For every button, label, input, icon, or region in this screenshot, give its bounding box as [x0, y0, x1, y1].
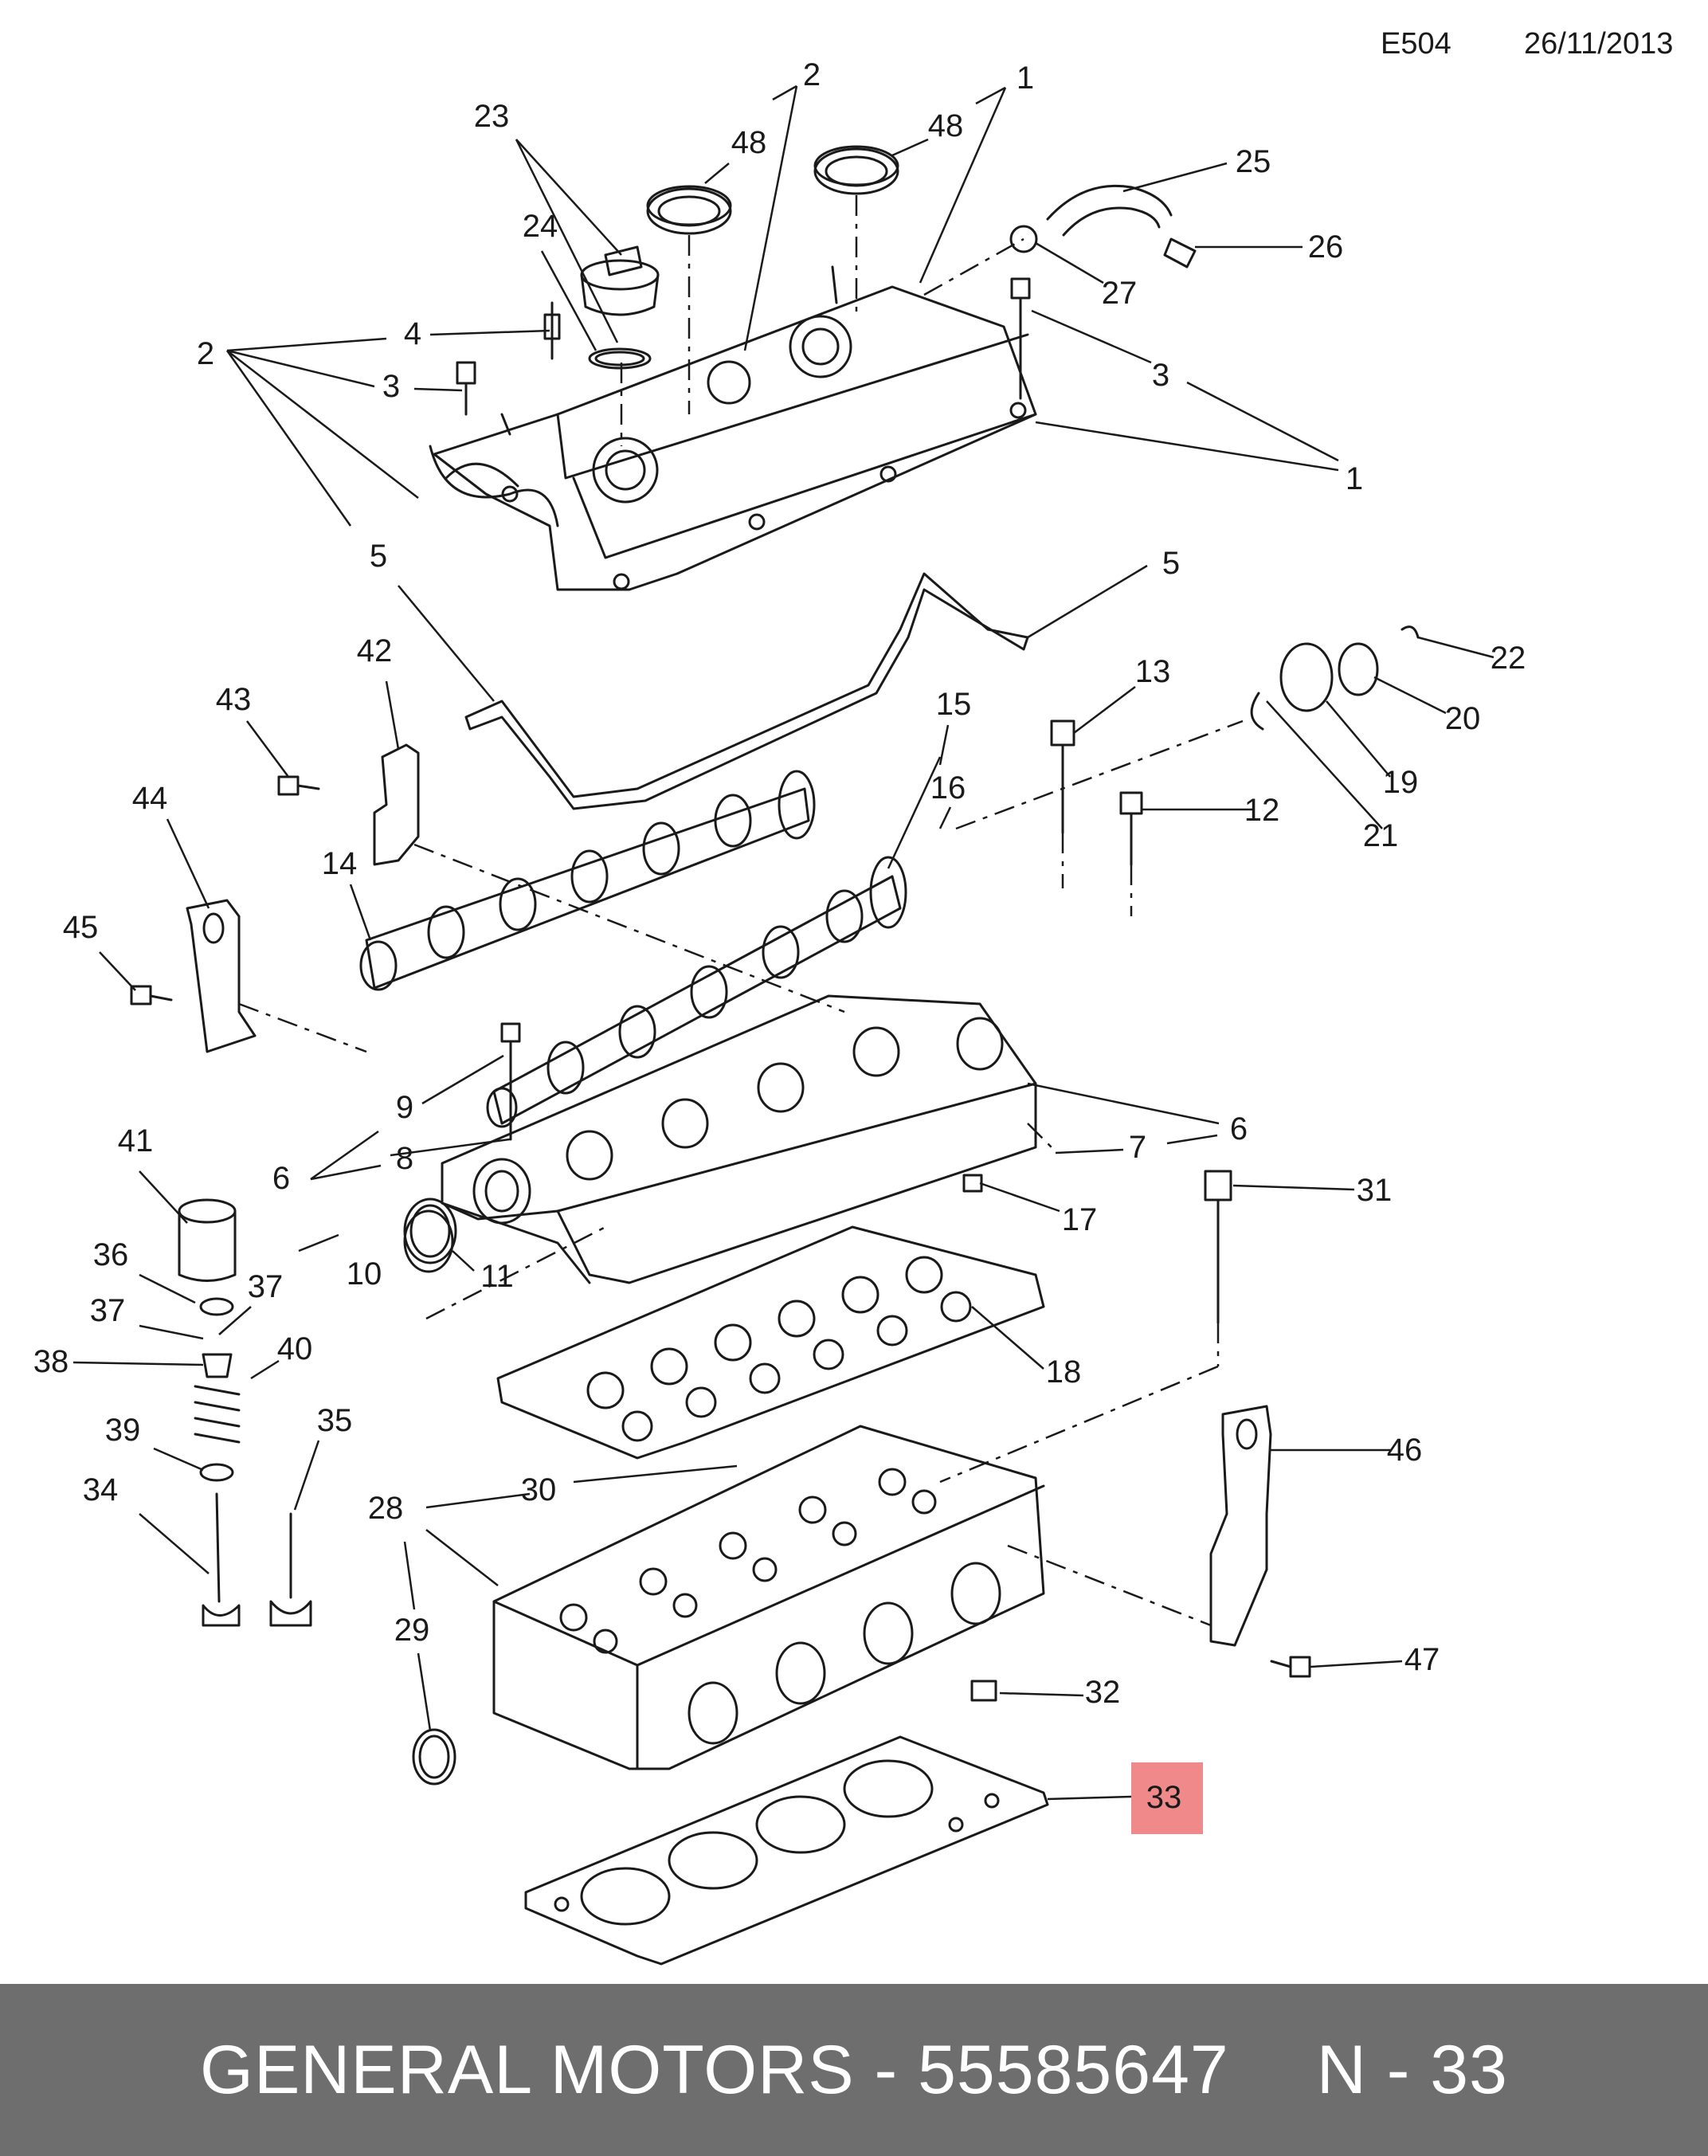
callout-2: 2: [197, 336, 214, 371]
callout-10: 10: [347, 1256, 382, 1292]
callout-16: 16: [930, 770, 966, 806]
carrier-gasket: [496, 1225, 1045, 1460]
valve-cover-gasket: [464, 572, 1029, 810]
oil-filler-cap: [580, 245, 660, 370]
callout-28: 28: [368, 1491, 404, 1526]
callout-3: 3: [1152, 358, 1169, 393]
callout-2: 2: [803, 57, 821, 92]
callout-37: 37: [90, 1293, 126, 1328]
assembly-lines: [238, 195, 1244, 1627]
callout-3: 3: [382, 369, 400, 404]
callout-41: 41: [118, 1123, 154, 1158]
diagram-date: 26/11/2013: [1524, 27, 1674, 61]
callout-42: 42: [357, 633, 393, 668]
callout-1: 1: [1346, 461, 1363, 496]
callout-44: 44: [132, 781, 168, 816]
callout-11: 11: [480, 1259, 514, 1294]
footer-bar: GENERAL MOTORS - 55585647 N - 33: [0, 1984, 1708, 2156]
callout-34: 34: [83, 1472, 119, 1507]
callout-6: 6: [272, 1161, 290, 1196]
callout-26: 26: [1308, 229, 1344, 265]
callout-45: 45: [63, 910, 99, 945]
callout-32: 32: [1085, 1675, 1121, 1710]
callout-22: 22: [1491, 641, 1526, 676]
callout-1: 1: [1017, 61, 1034, 96]
callout-14: 14: [322, 846, 358, 881]
valve-cover: [429, 265, 1037, 591]
callout-39: 39: [105, 1413, 141, 1448]
callout-21: 21: [1363, 818, 1399, 853]
callout-33: 33: [1146, 1780, 1182, 1815]
camshaft-seals: [646, 145, 899, 235]
callout-15: 15: [936, 687, 972, 722]
breather-hose: [1009, 184, 1197, 269]
callout-18: 18: [1046, 1354, 1082, 1390]
leader-lines: [72, 84, 1494, 1801]
callout-24: 24: [523, 209, 558, 244]
callout-5: 5: [370, 539, 387, 574]
small-bolts: [130, 775, 1311, 1678]
camshaft-carrier: [403, 994, 1037, 1284]
cover-bolts: [456, 277, 1031, 416]
diagram-ref: N - 33: [1316, 2031, 1508, 2108]
callout-38: 38: [33, 1344, 69, 1379]
camshafts: [359, 770, 907, 1128]
callout-35: 35: [317, 1403, 353, 1438]
part-number: 55585647: [918, 2031, 1229, 2108]
callout-27: 27: [1102, 276, 1138, 311]
callout-36: 36: [93, 1237, 129, 1272]
callout-30: 30: [521, 1472, 557, 1507]
callout-19: 19: [1383, 765, 1419, 800]
brackets: [186, 743, 1272, 1647]
highlight-box: [1131, 1762, 1203, 1834]
callout-6: 6: [1230, 1111, 1248, 1147]
diagram-code: E504: [1381, 27, 1451, 61]
callout-7: 7: [1129, 1130, 1146, 1165]
callout-20: 20: [1445, 701, 1481, 736]
callout-4: 4: [404, 316, 421, 351]
brand-name: GENERAL MOTORS: [200, 2031, 855, 2108]
callout-46: 46: [1387, 1433, 1423, 1468]
callout-9: 9: [396, 1090, 413, 1125]
callout-43: 43: [216, 682, 252, 717]
callout-5: 5: [1162, 546, 1180, 581]
plug-seals: [403, 1209, 456, 1786]
head-gasket: [524, 1735, 1049, 1966]
callout-25: 25: [1236, 144, 1271, 179]
callout-48: 48: [928, 108, 964, 143]
callout-23: 23: [474, 99, 510, 134]
callout-48: 48: [731, 125, 767, 160]
timing-washers: [1250, 625, 1420, 731]
cylinder-head: [492, 1425, 1045, 1770]
callout-37: 37: [248, 1269, 284, 1304]
callout-31: 31: [1357, 1173, 1393, 1208]
callout-47: 47: [1404, 1642, 1440, 1677]
callout-40: 40: [277, 1331, 313, 1366]
callout-13: 13: [1135, 654, 1171, 689]
diagram-canvas: 1248482325242627423315522421315204316194…: [33, 57, 1526, 1966]
callout-12: 12: [1244, 793, 1280, 828]
callout-29: 29: [394, 1613, 430, 1648]
callout-8: 8: [396, 1141, 413, 1176]
valve-components: [178, 1198, 312, 1627]
head-bolts: [500, 719, 1232, 1324]
callout-17: 17: [1062, 1202, 1098, 1237]
brand-dash: -: [874, 2031, 899, 2108]
